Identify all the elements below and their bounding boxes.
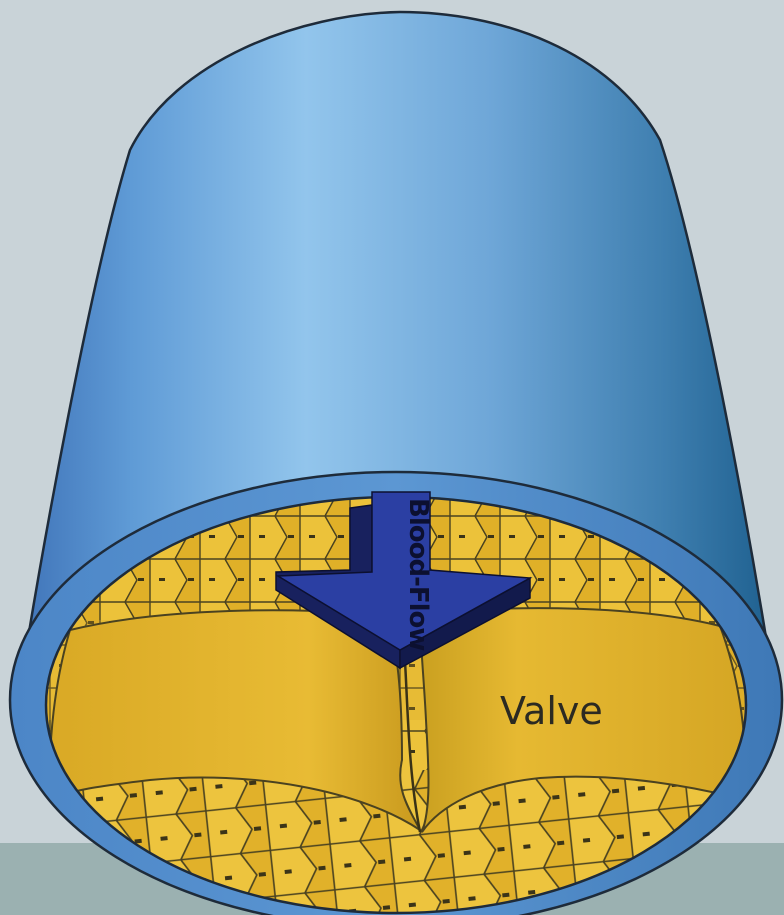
blood-flow-label: Blood-Flow [403, 498, 433, 651]
valve-label: Valve [500, 689, 603, 733]
